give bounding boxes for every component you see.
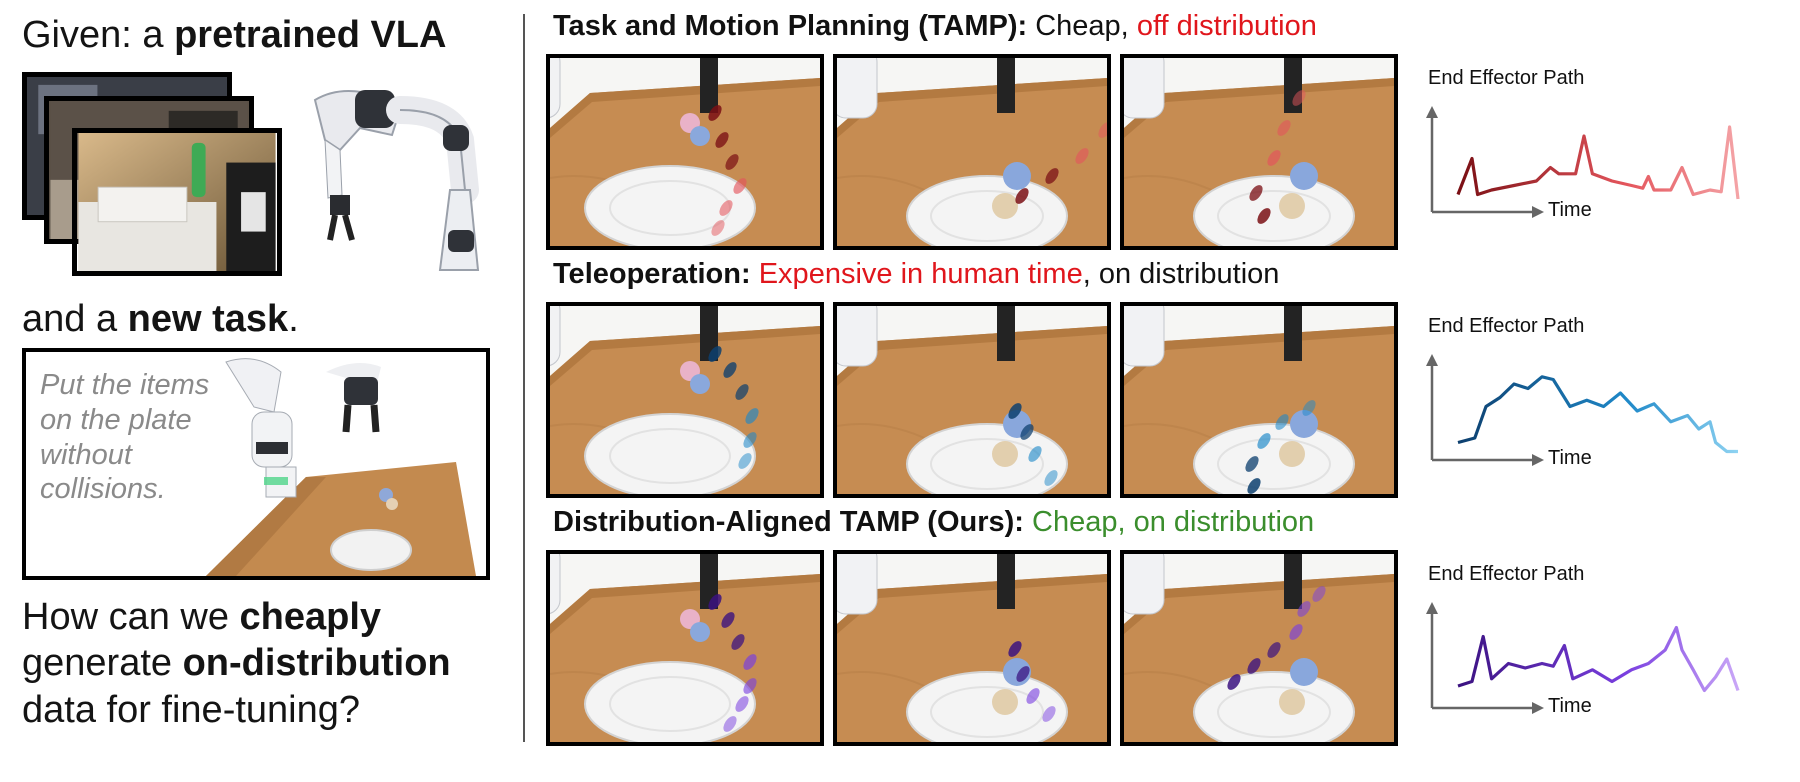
row-teleoperation-time-label: Time: [1548, 447, 1592, 469]
row-da-tamp-plot-title: End Effector Path: [1428, 563, 1585, 585]
row-title-plain: [751, 258, 759, 290]
row-da-tamp-frame-1: [546, 550, 824, 746]
row-teleoperation-frame-3: [1120, 302, 1398, 498]
row-tamp-plot-title: End Effector Path: [1428, 67, 1585, 89]
row-tamp-frame-3: [1120, 54, 1398, 250]
panel-divider: [523, 14, 525, 742]
row-da-tamp-frame-3: [1120, 550, 1398, 746]
row-tamp-title: Task and Motion Planning (TAMP): Cheap, …: [553, 10, 1317, 43]
row-title-after: , on distribution: [1082, 258, 1280, 290]
row-teleoperation-frame-2: [833, 302, 1111, 498]
row-da-tamp-title: Distribution-Aligned TAMP (Ours): Cheap,…: [553, 506, 1314, 539]
row-tamp-time-label: Time: [1548, 199, 1592, 221]
row-title-method: Distribution-Aligned TAMP (Ours):: [553, 506, 1024, 538]
row-teleoperation-frame-1: [546, 302, 824, 498]
row-da-tamp-time-label: Time: [1548, 695, 1592, 717]
row-teleoperation-end-effector-plot: [1418, 342, 1768, 487]
task-scene: [206, 358, 476, 576]
row-title-highlight: off distribution: [1136, 10, 1317, 42]
row-da-tamp-frame-2: [833, 550, 1111, 746]
row-da-tamp-end-effector-plot: [1418, 590, 1768, 735]
row-tamp-frame-2: [833, 54, 1111, 250]
row-tamp-end-effector-plot: [1418, 94, 1768, 239]
task-instruction: Put the items on the plate without colli…: [40, 369, 210, 506]
row-title-plain: Cheap,: [1027, 10, 1137, 42]
row-title-plain: [1024, 506, 1032, 538]
row-title-highlight: Cheap, on distribution: [1032, 506, 1315, 538]
row-title-highlight: Expensive in human time: [758, 258, 1083, 290]
row-teleoperation-plot-title: End Effector Path: [1428, 315, 1585, 337]
task-example-box: Put the items on the plate without colli…: [22, 348, 490, 580]
row-tamp-frame-1: [546, 54, 824, 250]
row-title-method: Task and Motion Planning (TAMP):: [553, 10, 1028, 42]
robot-arm-illustration: [313, 90, 480, 271]
new-task-heading: and a new task.: [22, 298, 299, 340]
row-teleoperation-title: Teleoperation: Expensive in human time, …: [553, 258, 1279, 291]
scene-image-front: [72, 128, 282, 276]
question-text: How can we cheaply generate on-distribut…: [22, 596, 451, 731]
row-title-method: Teleoperation:: [553, 258, 751, 290]
given-heading: Given: a pretrained VLA: [22, 14, 447, 56]
